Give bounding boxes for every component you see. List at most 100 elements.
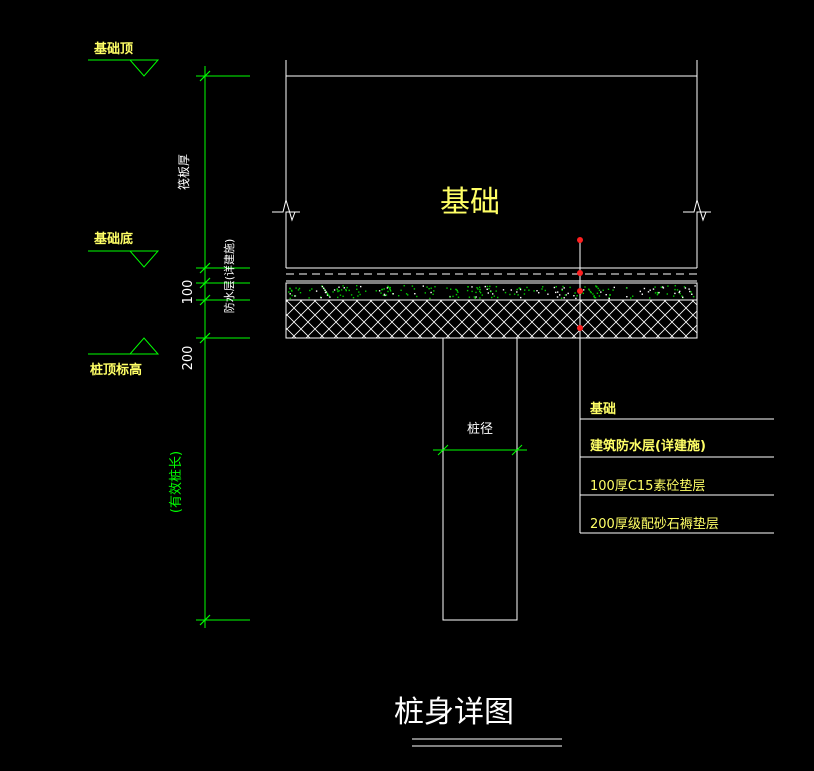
speckle-dot: [360, 285, 362, 288]
speckle-dot: [639, 290, 641, 293]
speckle-dot: [594, 296, 596, 299]
speckle-dot: [486, 288, 488, 290]
speckle-dot: [289, 297, 291, 300]
speckle-dot: [594, 297, 597, 299]
speckle-dot: [538, 292, 540, 294]
speckle-dot: [493, 295, 495, 297]
speckle-dot: [495, 290, 497, 292]
speckle-dot: [352, 297, 355, 299]
legend-item-waterproof: 建筑防水层(详建施): [590, 438, 706, 454]
elevation-markers: 基础顶 基础底 桩顶标高: [88, 41, 160, 378]
speckle-dot: [385, 294, 388, 296]
dim-pile-length-label: (有效桩长): [169, 451, 184, 513]
speckle-dot: [488, 288, 490, 290]
speckle-dot: [315, 290, 318, 292]
speckle-dot: [452, 295, 454, 298]
speckle-dot: [666, 293, 668, 295]
speckle-dot: [424, 292, 426, 294]
speckle-dot: [647, 291, 650, 293]
speckle-dot: [563, 287, 565, 289]
elevation-pile-top-label: 桩顶标高: [90, 362, 142, 378]
leader-dot-concrete: [577, 288, 583, 294]
speckle-dot: [392, 293, 394, 295]
speckle-dot: [490, 290, 492, 293]
speckle-dot: [590, 291, 592, 294]
speckle-dot: [517, 294, 519, 296]
speckle-dot: [434, 286, 436, 288]
speckle-dot: [380, 292, 382, 294]
speckle-dot: [562, 285, 564, 288]
dim-waterproof-label: 防水层(详建施): [222, 239, 236, 314]
speckle-dot: [491, 296, 493, 299]
speckle-dot: [555, 286, 557, 288]
speckle-dot: [626, 296, 628, 298]
speckle-dot: [289, 293, 291, 295]
pile-dim-tick-left: [437, 444, 449, 456]
speckle-dot: [291, 294, 293, 297]
title-text: 桩身详图: [394, 695, 514, 730]
speckle-dot: [560, 297, 563, 299]
speckle-dot: [690, 291, 692, 293]
speckle-dot: [381, 288, 383, 291]
speckle-dot: [596, 292, 599, 294]
speckle-dot: [428, 288, 430, 290]
speckle-dot: [311, 288, 313, 290]
speckle-dot: [689, 290, 691, 293]
speckle-dot: [342, 295, 344, 297]
speckle-dot: [324, 289, 326, 291]
dim-tick-pile-end: [199, 614, 211, 626]
speckle-dot: [584, 286, 586, 288]
speckle-dot: [630, 297, 632, 299]
foundation-right-break: [683, 198, 711, 268]
speckle-dot: [329, 296, 331, 298]
speckle-dot: [299, 292, 302, 294]
speckle-dot: [567, 292, 569, 295]
dim-thickness-label: 筏板厚: [177, 154, 191, 190]
speckle-dot: [357, 295, 359, 297]
speckle-dot: [321, 285, 324, 288]
pile-body: 桩径: [433, 337, 527, 621]
speckle-dot: [387, 286, 390, 288]
speckle-dot: [477, 288, 479, 290]
layer-gravel-cushion: [285, 299, 698, 339]
speckle-dot: [338, 290, 340, 292]
speckle-dot: [544, 289, 546, 292]
speckle-dot: [564, 294, 567, 296]
speckle-dot: [674, 292, 676, 295]
speckle-dot: [588, 288, 590, 290]
speckle-dot: [497, 296, 499, 299]
dim-tick-waterproof: [199, 277, 211, 289]
speckle-dot: [674, 285, 676, 287]
speckle-dot: [342, 285, 344, 287]
speckle-dot: [446, 287, 448, 289]
speckle-dot: [510, 289, 512, 291]
speckle-dot: [582, 292, 584, 294]
speckle-dot: [575, 297, 577, 300]
speckle-dot: [298, 287, 301, 290]
speckle-dot: [547, 293, 549, 295]
speckle-dot: [487, 292, 489, 294]
speckle-dot: [345, 289, 347, 292]
speckle-dot: [359, 293, 361, 296]
speckle-dot: [416, 295, 418, 298]
speckle-dot: [654, 286, 656, 288]
speckle-dot: [337, 296, 339, 299]
speckle-dot: [413, 288, 416, 290]
speckle-dot: [574, 292, 576, 294]
elevation-bottom-label: 基础底: [93, 231, 133, 247]
speckle-dot: [473, 296, 476, 298]
speckle-dot: [481, 294, 483, 296]
speckle-dot: [422, 285, 424, 287]
leader-dot-gravel: [577, 325, 583, 331]
speckle-dot: [389, 286, 391, 289]
speckle-dot: [632, 295, 634, 297]
speckle-dot: [328, 295, 330, 297]
speckle-dot: [569, 286, 571, 289]
speckle-dot: [475, 291, 477, 294]
speckle-dot: [516, 291, 518, 293]
speckle-dot: [524, 289, 526, 291]
leader-dot-foundation: [577, 237, 583, 243]
speckle-dot: [327, 293, 329, 295]
speckle-dot: [365, 290, 367, 292]
speckle-dot: [656, 294, 659, 296]
